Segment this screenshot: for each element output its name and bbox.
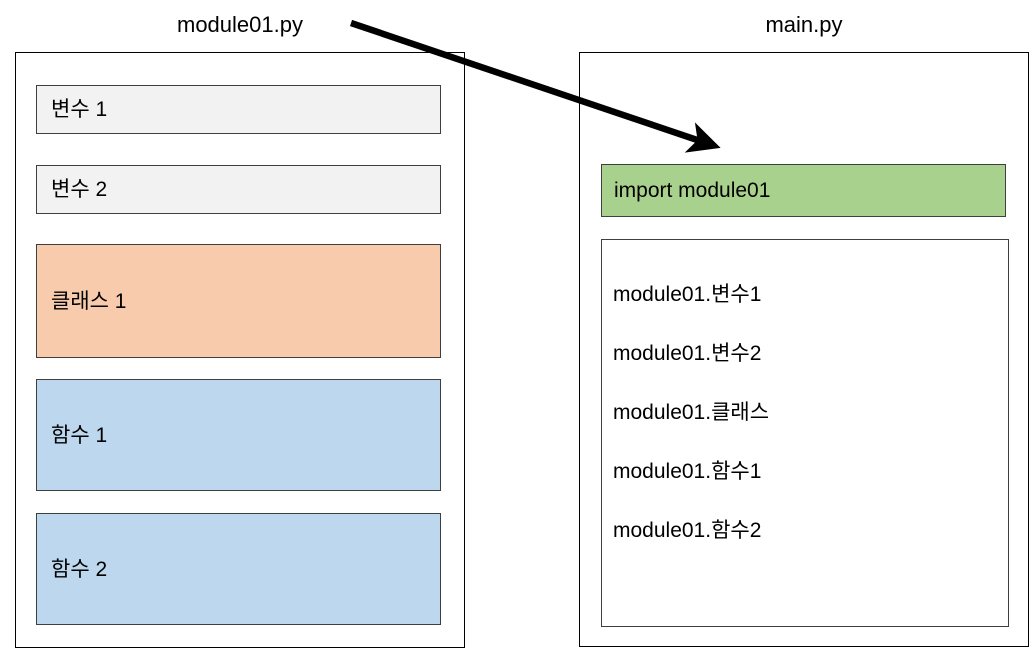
module01-file-title: module01.py bbox=[177, 12, 303, 37]
usage-item-function-1: module01.함수1 bbox=[613, 460, 762, 483]
main-panel: import module01 module01.변수1 module01.변수… bbox=[579, 52, 1029, 647]
member-label-function-2: 함수 2 bbox=[51, 557, 108, 581]
member-box-function-1[interactable]: 함수 1 bbox=[36, 379, 441, 491]
usage-item-function-2: module01.함수2 bbox=[613, 519, 762, 542]
usage-item-class: module01.클래스 bbox=[613, 401, 770, 424]
module01-panel: 변수 1 변수 2 클래스 1 함수 1 함수 2 bbox=[15, 52, 465, 648]
member-label-variable-1: 변수 1 bbox=[51, 98, 108, 121]
member-box-class-1[interactable]: 클래스 1 bbox=[36, 244, 441, 358]
usage-item-variable-1: module01.변수1 bbox=[613, 283, 762, 306]
usage-item-variable-2: module01.변수2 bbox=[613, 342, 762, 365]
member-label-function-1: 함수 1 bbox=[51, 423, 108, 447]
member-box-variable-1[interactable]: 변수 1 bbox=[36, 85, 441, 134]
member-box-function-2[interactable]: 함수 2 bbox=[36, 513, 441, 625]
import-statement-box[interactable]: import module01 bbox=[601, 164, 1006, 217]
main-file-title: main.py bbox=[765, 12, 843, 37]
module-usage-list-box: module01.변수1 module01.변수2 module01.클래스 m… bbox=[601, 239, 1009, 627]
member-label-class-1: 클래스 1 bbox=[51, 289, 127, 313]
member-box-variable-2[interactable]: 변수 2 bbox=[36, 165, 441, 214]
import-statement-label: import module01 bbox=[614, 179, 771, 202]
member-label-variable-2: 변수 2 bbox=[51, 178, 108, 201]
